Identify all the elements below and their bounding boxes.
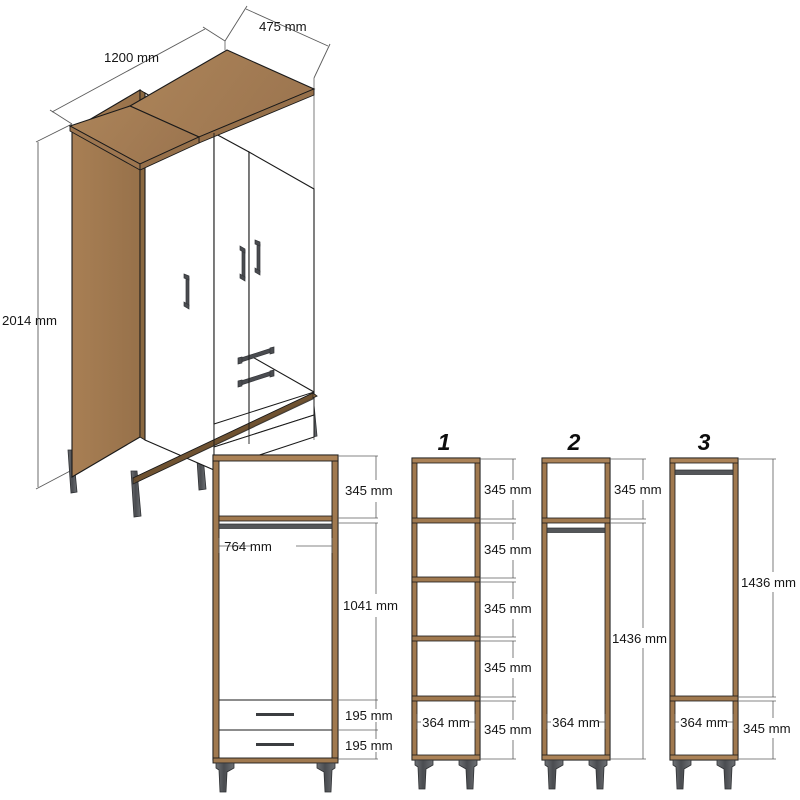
section-2-label-hanging-1436: 1436 mm: [612, 631, 667, 646]
section-3-group: 3 364 mm: [669, 429, 796, 790]
section-1-group: 1: [411, 429, 532, 790]
isometric-view-group: 1200 mm 475 mm 2014 mm: [2, 5, 331, 518]
front-view-right-stile: [331, 454, 339, 761]
front-view-top-rail: [212, 454, 339, 462]
front-drawer-handle-1: [256, 713, 294, 716]
section-3-legs: [672, 759, 736, 790]
dim-inner-width-764: [218, 538, 333, 553]
label-front-hanging-1041: 1041 mm: [343, 598, 398, 613]
front-drawer-handle-2: [256, 743, 294, 746]
section-1-label-c4: 345 mm: [484, 660, 532, 675]
front-view-group: 764 mm 345 mm 1041 mm 195: [212, 454, 398, 793]
label-inner-width-764: 764 mm: [224, 539, 272, 554]
section-2-title: 2: [567, 429, 581, 455]
section-2-shelf: [541, 517, 611, 524]
section-2-right-stile: [604, 457, 611, 761]
label-height-2014: 2014 mm: [2, 313, 57, 328]
section-1-label-c1: 345 mm: [484, 482, 532, 497]
section-1-shelves: [411, 517, 481, 702]
section-3-label-bottom-345: 345 mm: [743, 721, 791, 736]
section-1-top-rail: [411, 457, 481, 464]
section-2-bottom-rail: [541, 754, 611, 761]
section-2-carcass: [541, 457, 611, 761]
door-middle: [213, 132, 250, 445]
section-2-dim-width: [546, 714, 606, 729]
section-2-legs: [544, 759, 608, 790]
front-view-base-rail: [212, 757, 339, 764]
section-2-top-rail: [541, 457, 611, 464]
section-3-dim-lines: [738, 458, 776, 760]
front-view-shelf: [218, 515, 333, 522]
section-1-left-stile: [411, 457, 418, 761]
door-handles-iso: [183, 239, 261, 310]
label-front-top-345: 345 mm: [345, 483, 393, 498]
section-1-label-c2: 345 mm: [484, 542, 532, 557]
section-3-title: 3: [698, 429, 711, 455]
section-2-dim-lines: [610, 458, 646, 760]
section-1-dim-width: [416, 714, 476, 729]
label-depth-475: 475 mm: [259, 19, 307, 34]
front-view-legs: [215, 762, 336, 793]
dim-width-1200: [49, 26, 226, 125]
section-3-right-stile: [732, 457, 739, 761]
section-1-label-width: 364 mm: [422, 715, 470, 730]
section-2-group: 2 364 mm: [541, 429, 667, 790]
section-1-legs: [414, 759, 478, 790]
section-1-dim-lines: [480, 458, 516, 760]
section-2-hanging-rail: [546, 527, 606, 533]
top-edge-front-left: [139, 136, 200, 171]
label-front-drawer1-195: 195 mm: [345, 708, 393, 723]
section-1-carcass: [411, 457, 481, 761]
dim-height-2014: [35, 123, 73, 490]
dim-depth-475: [224, 5, 331, 79]
label-front-drawer2-195: 195 mm: [345, 738, 393, 753]
section-3-carcass: [669, 457, 739, 761]
section-3-label-hanging-1436: 1436 mm: [741, 575, 796, 590]
section-3-top-rail: [669, 457, 739, 464]
front-view-left-stile: [212, 454, 220, 761]
section-2-left-stile: [541, 457, 548, 761]
section-3-hanging-rail: [674, 469, 734, 475]
base-rail-under: [132, 392, 314, 485]
section-3-left-stile: [669, 457, 676, 761]
section-1-label-c3: 345 mm: [484, 601, 532, 616]
section-3-label-width: 364 mm: [680, 715, 728, 730]
front-view-hanging-rail: [218, 523, 333, 529]
label-width-1200: 1200 mm: [104, 50, 159, 65]
front-view-dim-lines: [338, 455, 378, 760]
section-3-bottom-rail: [669, 754, 739, 761]
section-1-label-c5: 345 mm: [484, 722, 532, 737]
section-2-label-top-345: 345 mm: [614, 482, 662, 497]
section-2-label-width: 364 mm: [552, 715, 600, 730]
section-3-dim-width: [674, 714, 734, 729]
front-view-carcass: [212, 454, 339, 761]
section-1-right-stile: [474, 457, 481, 761]
section-3-shelf: [669, 695, 739, 702]
section-1-title: 1: [438, 429, 451, 455]
section-1-bottom-rail: [411, 754, 481, 761]
